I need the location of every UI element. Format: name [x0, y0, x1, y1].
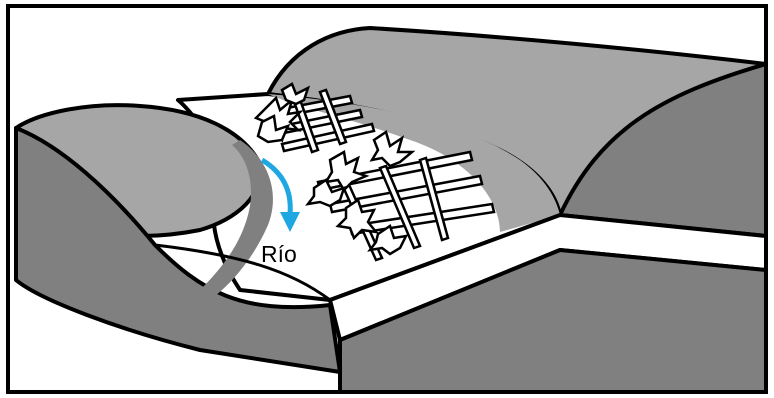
river-label: Río	[261, 241, 297, 267]
